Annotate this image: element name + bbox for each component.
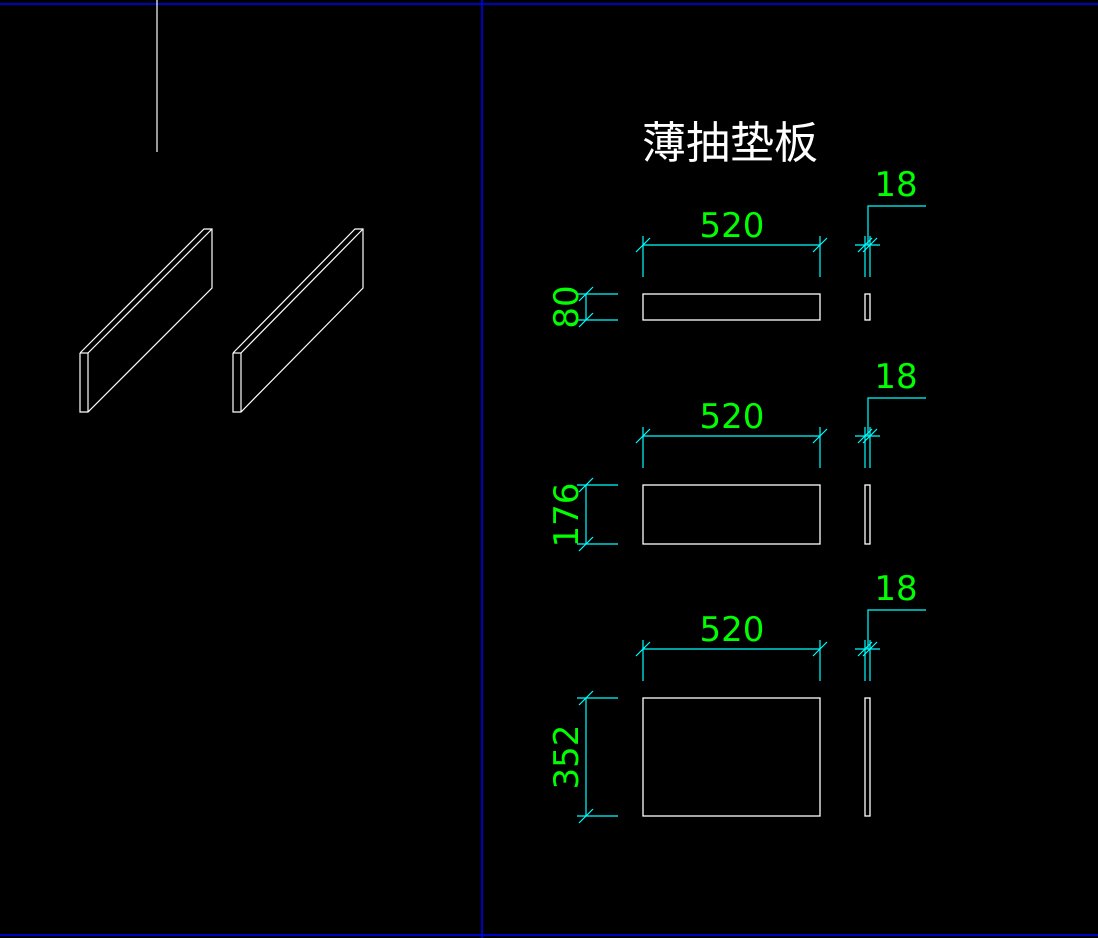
part-3-width-dimension: [635, 640, 828, 681]
part-2-group: 520 176 18: [547, 357, 926, 552]
part-3-thickness-label: 18: [874, 569, 917, 609]
part-1-side-view: [864, 293, 871, 321]
part-1-width-label: 520: [700, 206, 765, 246]
drawing-title: 薄抽垫板: [642, 118, 818, 169]
part-1-front-view: [642, 293, 821, 321]
part-2-height-dimension: [577, 477, 618, 552]
part-1-thickness-label: 18: [874, 165, 917, 205]
part-3-height-label: 352: [547, 725, 587, 790]
part-2-front-view: [642, 484, 821, 545]
part-1-height-label: 80: [547, 285, 587, 328]
part-2-height-label: 176: [547, 483, 587, 548]
part-1-height-dimension: [577, 286, 618, 328]
part-2-side-view: [864, 484, 871, 545]
part-2-thickness-label: 18: [874, 357, 917, 397]
part-3-thickness-dimension: [855, 609, 926, 681]
part-1-group: 520 80 18: [547, 165, 926, 329]
part-2-width-label: 520: [700, 397, 765, 437]
part-3-width-label: 520: [700, 610, 765, 650]
part-2-width-dimension: [635, 427, 828, 468]
isometric-panel-1: [79, 228, 213, 413]
part-3-front-view: [642, 697, 821, 817]
part-3-side-view: [864, 697, 871, 817]
part-2-thickness-dimension: [855, 397, 926, 468]
part-1-width-dimension: [635, 236, 828, 277]
isometric-view: [79, 0, 364, 413]
part-3-height-dimension: [577, 690, 618, 824]
part-3-group: 520 352 18: [547, 569, 926, 824]
part-1-thickness-dimension: [855, 205, 926, 277]
isometric-panel-2: [232, 228, 364, 413]
